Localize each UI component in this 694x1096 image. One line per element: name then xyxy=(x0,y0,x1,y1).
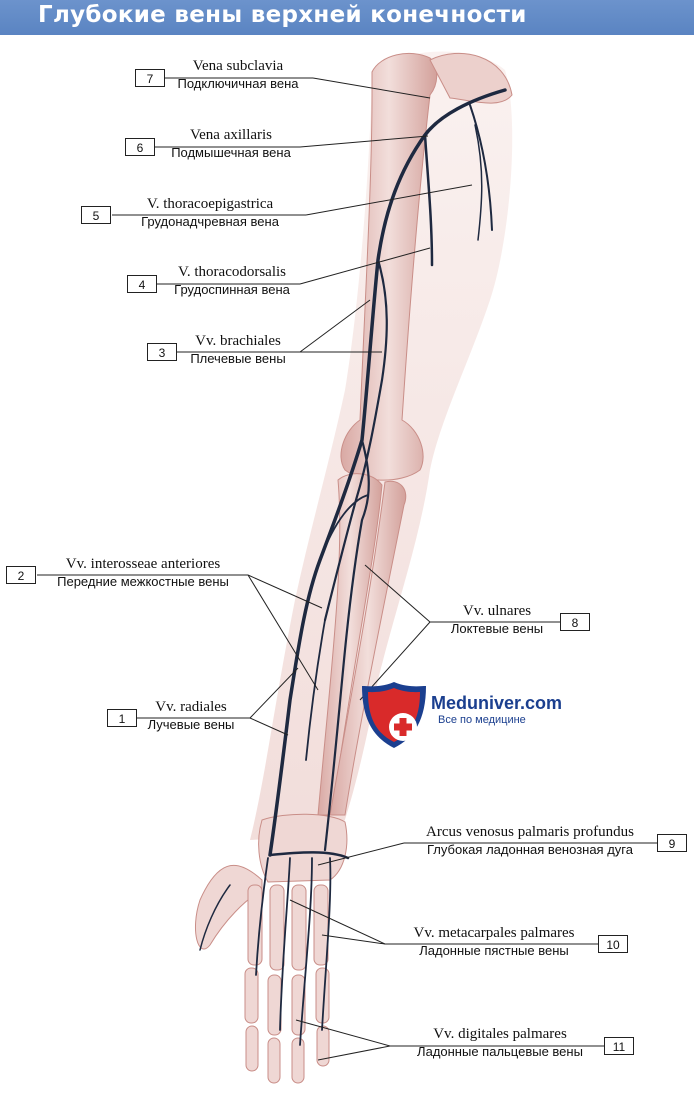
russian-name: Локтевые вены xyxy=(450,621,544,637)
arm-illustration xyxy=(37,51,657,1084)
label-number-7: 7 xyxy=(135,69,165,87)
label-number-4: 4 xyxy=(127,275,157,293)
label-number-6: 6 xyxy=(125,138,155,156)
meduniver-shield-icon xyxy=(362,682,426,748)
label-interosseae-anteriores: Vv. interosseae anteriores Передние межк… xyxy=(57,556,229,590)
russian-name: Грудонадчревная вена xyxy=(141,214,279,230)
latin-name: Arcus venosus palmaris profundus xyxy=(426,824,634,840)
label-number-3: 3 xyxy=(147,343,177,361)
russian-name: Глубокая ладонная венозная дуга xyxy=(426,842,633,858)
label-number-1: 1 xyxy=(107,709,137,727)
latin-name: Vena axillaris xyxy=(189,127,273,143)
latin-name: Vv. brachiales xyxy=(195,333,281,349)
latin-name: V. thoracodorsalis xyxy=(177,264,287,280)
russian-name: Грудоспинная вена xyxy=(174,282,290,298)
page-title: Глубокие вены верхней конечности xyxy=(38,2,527,28)
latin-name: Vv. radiales xyxy=(155,699,227,715)
watermark-brand: Meduniver.com xyxy=(431,693,563,713)
label-brachiales: Vv. brachiales Плечевые вены xyxy=(190,333,285,367)
veins xyxy=(199,88,507,1046)
label-ulnares: Vv. ulnares Локтевые вены xyxy=(451,603,543,637)
label-metacarpales: Vv. metacarpales palmares Ладонные пястн… xyxy=(413,925,574,959)
russian-name: Передние межкостные вены xyxy=(57,574,229,590)
russian-name: Лучевые вены xyxy=(147,717,235,733)
latin-name: Vv. interosseae anteriores xyxy=(65,556,221,572)
label-number-2: 2 xyxy=(6,566,36,584)
latin-name: Vv. digitales palmares xyxy=(433,1026,567,1042)
latin-name: Vv. ulnares xyxy=(462,603,532,619)
russian-name: Ладонные пястные вены xyxy=(419,943,569,959)
label-number-11: 11 xyxy=(604,1037,634,1055)
title-bar xyxy=(0,0,694,35)
label-digitales: Vv. digitales palmares Ладонные пальцевы… xyxy=(417,1026,583,1060)
label-number-5: 5 xyxy=(81,206,111,224)
latin-name: V. thoracoepigastrica xyxy=(146,196,274,212)
latin-name: Vena subclavia xyxy=(192,58,284,74)
label-number-9: 9 xyxy=(657,834,687,852)
russian-name: Подключичная вена xyxy=(177,76,299,92)
russian-name: Ладонные пальцевые вены xyxy=(417,1044,583,1060)
label-vena-subclavia: Vena subclavia Подключичная вена xyxy=(177,58,298,92)
watermark-tagline: Все по медицине xyxy=(438,714,526,726)
label-thoracoepigastrica: V. thoracoepigastrica Грудонадчревная ве… xyxy=(141,196,279,230)
label-radiales: Vv. radiales Лучевые вены xyxy=(148,699,235,733)
label-thoracodorsalis: V. thoracodorsalis Грудоспинная вена xyxy=(174,264,290,298)
humerus-bone xyxy=(340,52,513,481)
label-number-8: 8 xyxy=(560,613,590,631)
label-number-10: 10 xyxy=(598,935,628,953)
label-vena-axillaris: Vena axillaris Подмышечная вена xyxy=(171,127,291,161)
latin-name: Vv. metacarpales palmares xyxy=(413,925,575,941)
russian-name: Плечевые вены xyxy=(190,351,286,367)
russian-name: Подмышечная вена xyxy=(171,145,291,161)
label-arcus-venosus: Arcus venosus palmaris profundus Глубока… xyxy=(426,824,634,858)
forearm-bones xyxy=(317,473,407,816)
